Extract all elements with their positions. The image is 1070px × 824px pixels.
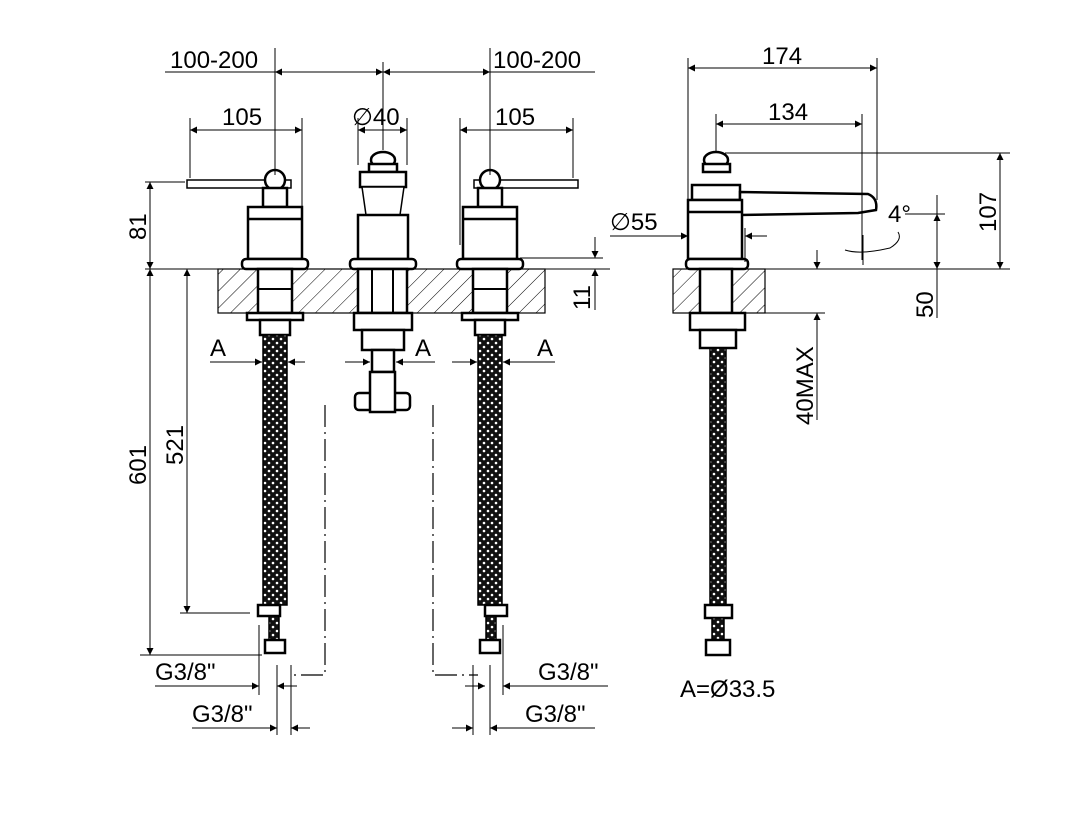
section-mark-a: A [537, 335, 553, 362]
total-height-label: 107 [975, 192, 1002, 232]
height-above-deck-label: 81 [125, 213, 152, 240]
connection-label: G3/8" [155, 659, 216, 686]
connection-label: G3/8" [538, 659, 599, 686]
dimension-lines [140, 48, 1010, 735]
gap-label: 11 [569, 285, 596, 310]
hose-length-label: 521 [162, 425, 189, 465]
body-diameter-label: ∅55 [610, 209, 658, 236]
section-a-note: A=Ø33.5 [680, 676, 775, 703]
total-reach-label: 174 [762, 43, 802, 70]
connection-label: G3/8" [192, 701, 253, 728]
connection-label: G3/8" [525, 701, 586, 728]
spacing-right-label: 100-200 [493, 47, 581, 74]
lever-left-width-label: 105 [222, 104, 262, 131]
section-mark-a: A [415, 335, 431, 362]
side-view-faucet [684, 150, 878, 657]
total-length-label: 601 [125, 445, 152, 485]
lever-right-width-label: 105 [495, 104, 535, 131]
spout-angle-label: 4° [888, 201, 911, 228]
center-spout [290, 150, 478, 676]
spout-diameter-label: ∅40 [352, 104, 400, 131]
spout-height-label: 50 [912, 291, 939, 318]
left-valve [185, 168, 310, 655]
section-mark-a: A [210, 335, 226, 362]
right-valve [455, 168, 580, 655]
spout-reach-label: 134 [768, 99, 808, 126]
max-deck-label: 40MAX [792, 346, 819, 425]
spacing-left-label: 100-200 [170, 47, 258, 74]
